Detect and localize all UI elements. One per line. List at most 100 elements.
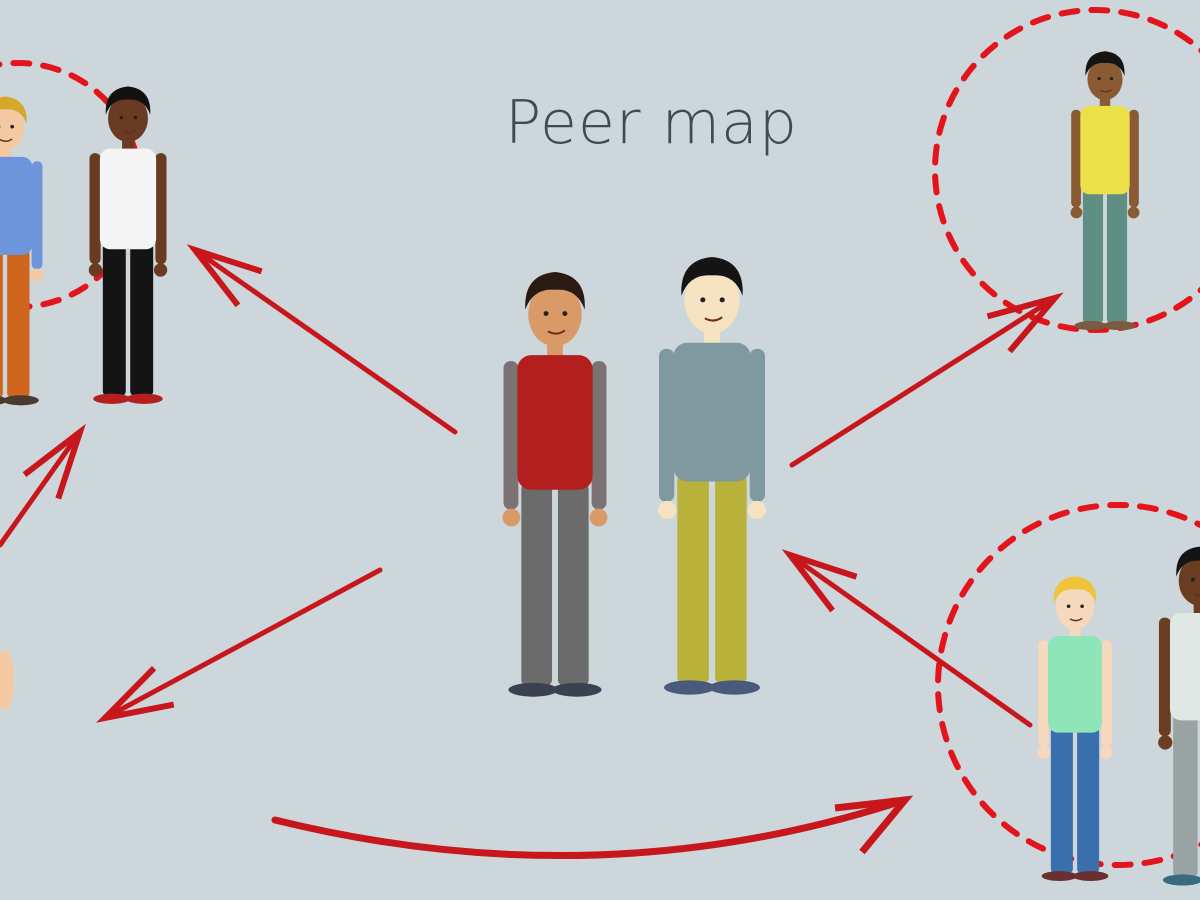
left-leg	[1082, 189, 1104, 323]
neck	[1193, 600, 1200, 618]
right-hand	[1099, 746, 1113, 759]
left-leg	[521, 482, 553, 686]
figure-left-edge-boy	[0, 96, 44, 406]
left-arm	[658, 348, 675, 502]
torso	[517, 355, 593, 490]
left-hand	[1037, 746, 1051, 759]
right-arm	[591, 361, 607, 510]
left-eye	[1097, 76, 1101, 81]
left-hand	[1158, 735, 1173, 750]
arrow-from-bottom-right	[781, 549, 1033, 728]
left-shoe	[1074, 321, 1107, 331]
left-arm	[503, 361, 519, 510]
right-hand	[589, 508, 608, 527]
right-leg	[1077, 727, 1100, 874]
right-eye	[562, 311, 568, 317]
left-leg	[677, 474, 709, 684]
right-shoe	[125, 393, 163, 404]
right-arm	[1129, 109, 1139, 208]
head	[1087, 58, 1123, 101]
mouth	[704, 316, 723, 322]
right-leg	[1106, 189, 1128, 323]
right-leg	[7, 249, 30, 398]
left-eye	[1190, 577, 1195, 582]
left-arm	[1071, 109, 1081, 208]
figure-afro-girl	[88, 86, 168, 404]
left-eye	[119, 115, 124, 120]
right-hand	[747, 500, 767, 520]
right-hand	[153, 263, 168, 277]
curved-arrow-bottom	[271, 795, 914, 860]
right-eye	[719, 297, 725, 303]
right-eye	[1080, 604, 1084, 609]
head	[528, 282, 582, 347]
hair	[681, 257, 743, 296]
left-arm	[89, 153, 101, 265]
left-eye	[700, 297, 706, 303]
arrow-to-bottom-left	[96, 567, 383, 723]
arrow-to-top-right	[789, 292, 1064, 468]
figure-center-boy-red	[502, 271, 608, 697]
mouth	[1069, 617, 1083, 622]
hair	[525, 271, 585, 310]
right-hand	[1127, 206, 1140, 219]
left-hand	[88, 263, 103, 277]
right-hand	[30, 268, 44, 282]
head	[108, 94, 148, 142]
bottom-right-circle	[935, 502, 1200, 868]
left-arm	[1038, 640, 1049, 747]
right-shoe	[552, 682, 602, 697]
right-shoe	[708, 680, 760, 695]
torso	[0, 156, 33, 255]
head	[1055, 584, 1095, 630]
hair	[1176, 546, 1200, 577]
neck	[1099, 95, 1111, 110]
left-arm	[1158, 617, 1171, 737]
partial-hand	[0, 650, 14, 710]
hair	[1085, 51, 1125, 76]
left-leg	[1173, 714, 1198, 877]
right-shoe	[1072, 871, 1109, 882]
right-shoe	[2, 395, 39, 406]
left-leg	[102, 244, 126, 396]
right-arm	[749, 348, 766, 502]
hair	[0, 96, 27, 124]
top-right-circle	[932, 7, 1200, 333]
left-leg	[0, 250, 3, 398]
torso	[1048, 636, 1102, 733]
right-eye	[10, 124, 14, 129]
neck	[1069, 624, 1081, 641]
mouth	[1194, 593, 1200, 597]
figure-center-boy-gray	[657, 257, 767, 695]
hair	[1053, 576, 1097, 604]
right-arm	[31, 161, 43, 270]
left-shoe	[93, 393, 131, 404]
left-shoe	[1162, 874, 1200, 886]
mouth	[547, 329, 566, 335]
neck	[122, 136, 134, 154]
torso	[1080, 105, 1130, 195]
right-eye	[133, 115, 138, 120]
left-leg	[1050, 727, 1073, 874]
mouth	[1100, 89, 1112, 93]
neck	[0, 145, 11, 162]
page-title: Peer map	[505, 88, 798, 158]
left-shoe	[664, 680, 716, 695]
right-leg	[557, 482, 589, 686]
left-eye	[1066, 604, 1071, 609]
left-eye	[543, 311, 549, 317]
left-hand	[502, 508, 521, 527]
head	[684, 268, 740, 334]
torso	[99, 148, 157, 250]
left-shoe	[508, 682, 558, 697]
right-leg	[715, 474, 747, 684]
right-shoe	[1103, 321, 1136, 331]
hair	[105, 86, 151, 115]
figure-right-edge-boy	[1158, 546, 1200, 886]
left-hand	[1070, 206, 1083, 219]
arrow-to-top-left	[186, 244, 458, 435]
left-hand	[657, 500, 677, 520]
mouth	[0, 138, 13, 142]
right-shoe	[1197, 877, 1200, 883]
